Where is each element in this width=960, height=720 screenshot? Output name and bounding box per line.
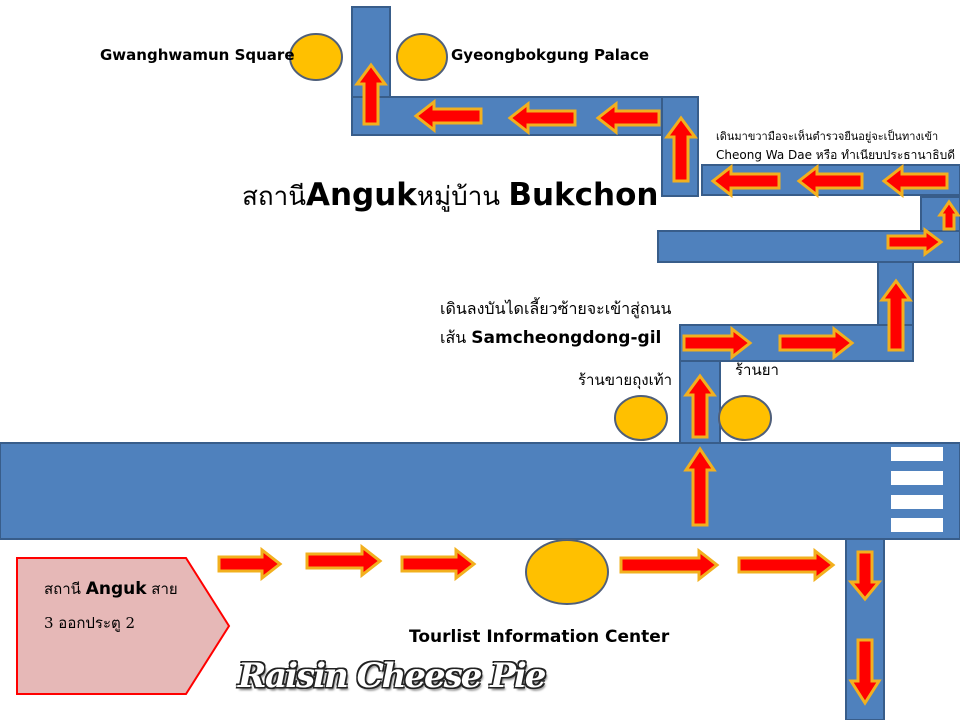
samcheong-note-line2-th: เส้น — [440, 328, 472, 347]
heading-anguk: Anguk — [305, 177, 417, 213]
route-arrow-right-icon — [400, 546, 477, 582]
pharmacy-landmark-icon — [718, 395, 772, 441]
start-station-line1: สถานี Anguk สาย — [44, 572, 178, 606]
crosswalk — [891, 447, 943, 532]
start-station-label: สถานี Anguk สาย 3 ออกประตู 2 — [44, 572, 178, 640]
pharmacy-label: ร้านยา — [735, 361, 779, 379]
samcheong-road-name: Samcheongdong-gil — [471, 328, 662, 348]
gyeongbokgung-label: Gyeongbokgung Palace — [451, 46, 650, 64]
route-arrow-right-icon — [305, 543, 383, 579]
cheongwadae-note-line2: Cheong Wa Dae หรือ ทำเนียบประธานาธิบดี — [716, 148, 956, 162]
route-arrow-left-icon — [595, 100, 661, 136]
route-arrow-left-icon — [507, 100, 577, 136]
heading-station-word: สถานี — [242, 182, 306, 212]
route-arrow-right-icon — [619, 547, 720, 583]
tourist-center-landmark-icon — [525, 539, 609, 605]
samcheong-note: เดินลงบันไดเลี้ยวซ้ายจะเข้าสู่ถนน เส้น S… — [440, 294, 671, 353]
route-arrow-down-icon — [848, 638, 882, 706]
crosswalk-stripe — [891, 447, 943, 461]
gwanghwamun-label: Gwanghwamun Square — [100, 46, 295, 64]
route-arrow-up-icon — [683, 373, 717, 439]
route-arrow-down-icon — [847, 550, 883, 602]
socks-shop-landmark-icon — [614, 395, 668, 441]
samcheong-note-line1: เดินลงบันไดเลี้ยวซ้ายจะเข้าสู่ถนน — [440, 299, 672, 318]
map-heading: สถานีAngukหมู่บ้าน Bukchon — [242, 176, 658, 217]
crosswalk-stripe — [891, 495, 943, 509]
route-arrow-right-icon — [682, 325, 753, 361]
cheongwadae-note-line1: เดินมาขวามือจะเห็นตำรวจยืนอยู่จะเป็นทางเ… — [716, 130, 939, 143]
route-arrow-up-icon — [664, 115, 698, 183]
route-arrow-left-icon — [881, 163, 949, 199]
route-arrow-up-icon — [683, 446, 717, 527]
start-pentagon-icon — [16, 557, 231, 695]
crosswalk-stripe — [891, 518, 943, 532]
route-arrow-right-icon — [886, 227, 944, 257]
route-arrow-left-icon — [413, 98, 483, 134]
gyeongbokgung-landmark-icon — [396, 33, 448, 81]
route-arrow-up-icon — [354, 62, 388, 126]
route-arrow-right-icon — [217, 546, 283, 582]
route-arrow-up-icon — [937, 199, 960, 231]
route-arrow-left-icon — [710, 163, 781, 199]
route-arrow-right-icon — [778, 325, 855, 361]
gwanghwamun-landmark-icon — [289, 33, 343, 81]
tourist-center-label: Tourlist Information Center — [409, 627, 670, 647]
crosswalk-stripe — [891, 471, 943, 485]
main-road — [0, 442, 960, 540]
samcheong-note-line2: เส้น Samcheongdong-gil — [440, 323, 671, 353]
heading-village-word: หมู่บ้าน — [416, 182, 509, 212]
start-station-anguk: Anguk — [85, 579, 147, 599]
route-arrow-right-icon — [737, 547, 836, 583]
route-arrow-up-icon — [879, 278, 913, 352]
landmarks — [289, 33, 772, 605]
socks-shop-label: ร้านขายถุงเท้า — [578, 371, 673, 389]
cheongwadae-note: เดินมาขวามือจะเห็นตำรวจยืนอยู่จะเป็นทางเ… — [716, 127, 955, 165]
route-arrows — [217, 62, 960, 706]
heading-bukchon: Bukchon — [508, 177, 659, 213]
start-station-line-word: สาย — [146, 580, 178, 598]
route-arrow-left-icon — [796, 163, 864, 199]
start-station-word: สถานี — [44, 580, 86, 598]
signature-watermark: Raisin Cheese Pie — [238, 656, 546, 696]
start-station-line2: 3 ออกประตู 2 — [44, 614, 136, 632]
